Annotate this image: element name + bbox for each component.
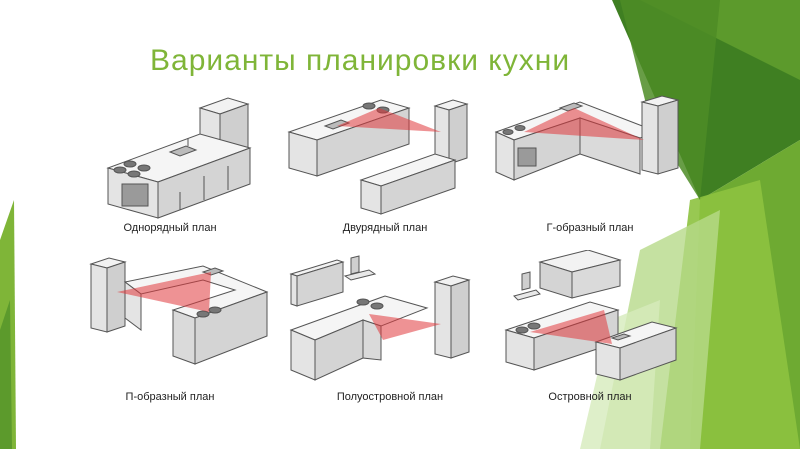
island-illustration (504, 250, 678, 381)
plan-l-shaped (490, 88, 690, 218)
l-shaped-illustration (494, 95, 680, 181)
caption-u-shaped: П-образный план (125, 391, 215, 403)
double-row-illustration (287, 99, 469, 215)
plan-island (500, 250, 685, 385)
plan-u-shaped (85, 252, 275, 377)
peninsula-illustration (289, 255, 471, 381)
plan-double-row (285, 88, 475, 218)
u-shaped-illustration (89, 257, 269, 365)
caption-single-row: Однорядный план (123, 222, 217, 234)
caption-l-shaped: Г-образный план (546, 222, 634, 234)
caption-peninsula: Полуостровной план (336, 391, 444, 403)
plan-single-row (100, 90, 270, 220)
plan-peninsula (285, 248, 485, 383)
caption-island: Островной план (548, 391, 632, 403)
slide-title: Варианты планировки кухни (150, 44, 571, 77)
single-row-illustration (106, 97, 252, 219)
caption-double-row: Двурядный план (342, 222, 428, 234)
